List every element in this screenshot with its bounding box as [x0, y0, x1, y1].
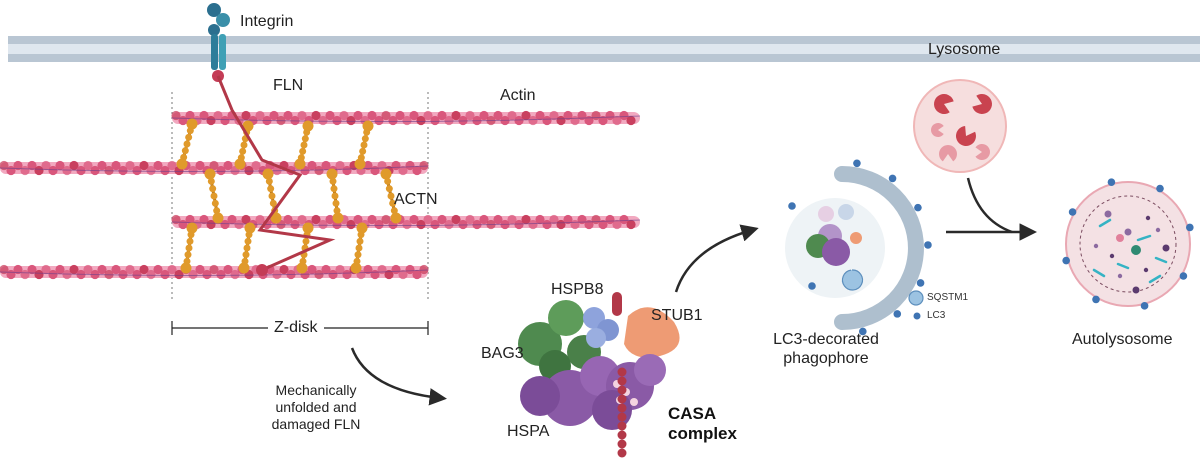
phagophore-legend — [908, 290, 924, 320]
actn-dimer — [234, 120, 254, 170]
actn-dimer — [350, 222, 368, 274]
actn-dimer — [326, 168, 344, 224]
actn-dimer — [238, 222, 256, 274]
fln-node — [256, 264, 268, 276]
hspa-label: HSPA — [507, 423, 550, 440]
autolysosome-label: Autolysosome — [1072, 331, 1173, 348]
arrow-to-phagophore — [674, 224, 759, 293]
cell-membrane — [8, 36, 1200, 62]
actn-dimer — [294, 120, 314, 170]
lysosome — [913, 79, 1007, 173]
actin-filament — [0, 264, 429, 280]
actin-filaments — [0, 110, 641, 280]
integrin-label: Integrin — [240, 13, 294, 30]
actn-dimer — [180, 222, 198, 274]
actn-label: ACTN — [394, 191, 438, 208]
stub1-protein — [624, 307, 680, 358]
zdisk-label: Z-disk — [268, 318, 324, 337]
arrow-from-lysosome — [966, 177, 1013, 234]
fln-label: FLN — [273, 77, 304, 94]
lysosome-label: Lysosome — [928, 41, 1001, 58]
phagophore-label: LC3-decorated phagophore — [773, 331, 879, 367]
fln-chain — [216, 75, 336, 272]
hspb8-protein — [583, 307, 619, 348]
autolysosome — [1062, 178, 1194, 310]
sqstm1-label: SQSTM1 — [927, 292, 969, 303]
mechanically-unfolded-fln-label: Mechanically unfolded and damaged FLN — [271, 382, 361, 432]
actn-dimer — [204, 168, 224, 224]
bag3-label: BAG3 — [481, 345, 524, 362]
actn-crosslinkers — [176, 118, 402, 274]
actn-dimer — [354, 120, 374, 170]
stub1-label: STUB1 — [651, 307, 703, 324]
actin-filament — [171, 214, 641, 230]
arrow-to-casa — [350, 347, 447, 406]
phagophore — [785, 159, 932, 336]
casa-complex-label: CASA complex — [668, 404, 737, 443]
lc3-label: LC3 — [927, 310, 946, 321]
hspb8-label: HSPB8 — [551, 281, 604, 298]
lc3-icon — [913, 312, 921, 320]
damaged-fln-strand — [612, 292, 638, 458]
actin-filament — [171, 110, 641, 126]
actn-dimer — [380, 168, 402, 224]
casa-complex — [518, 292, 680, 458]
integrin-receptor — [207, 3, 230, 82]
actin-label: Actin — [500, 87, 536, 104]
actin-filament — [0, 160, 429, 176]
sqstm1-icon — [908, 290, 924, 306]
actn-dimer — [176, 118, 198, 170]
